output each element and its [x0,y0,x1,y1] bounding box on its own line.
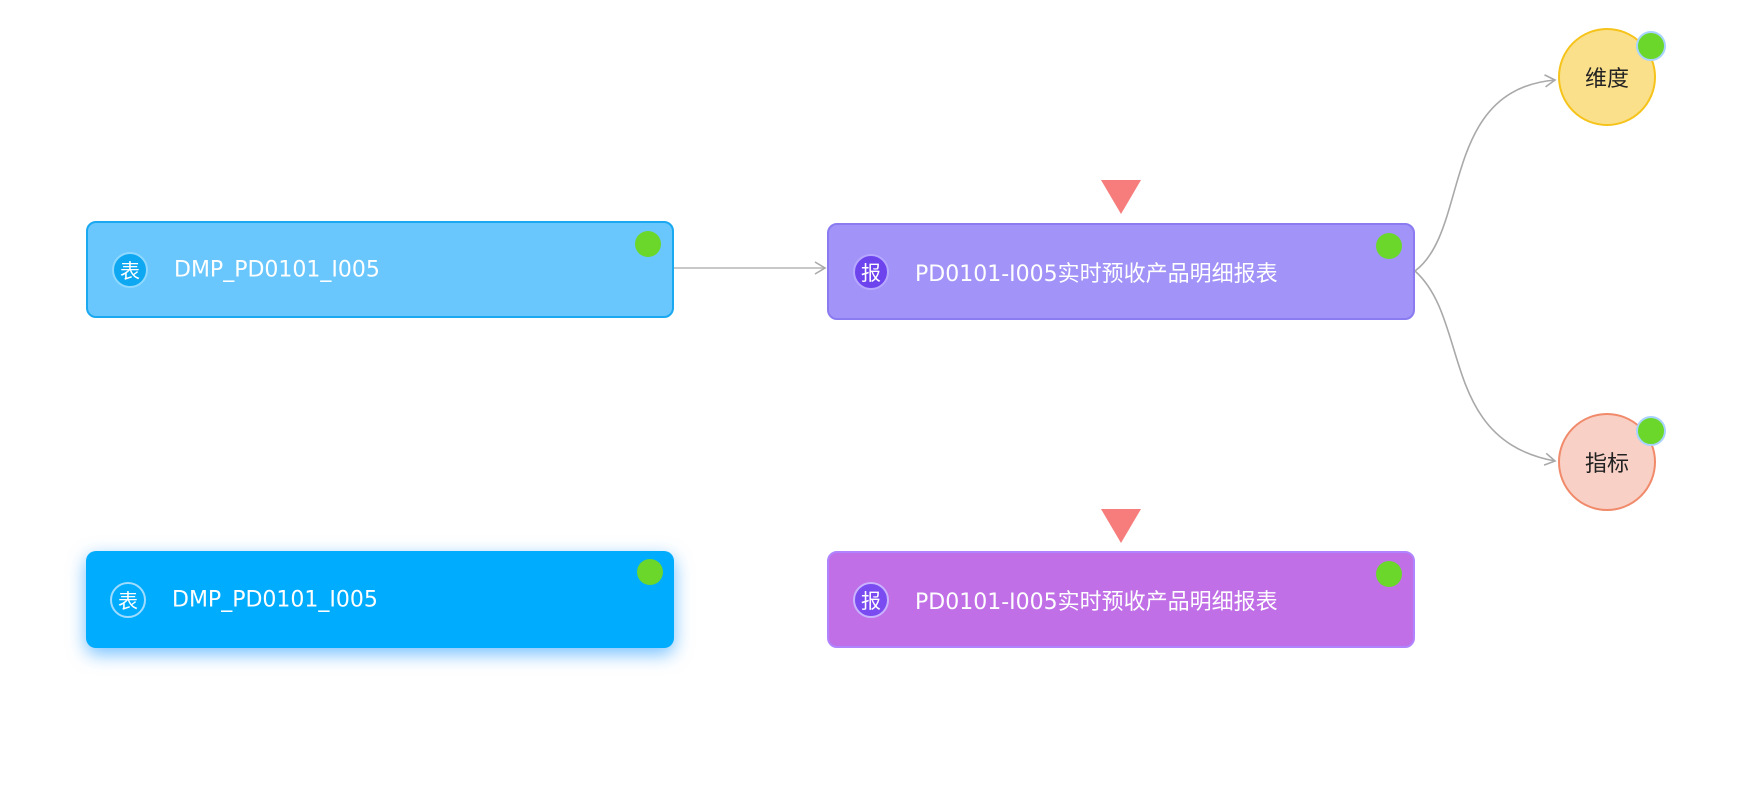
selection-marker-triangle-icon [1101,509,1141,543]
table-node-1[interactable]: 表 DMP_PD0101_I005 [86,221,674,318]
status-dot-icon [635,231,661,257]
edge-report-to-dimension [1414,74,1557,272]
report-type-icon: 报 [853,581,889,618]
table-type-icon: 表 [110,581,146,618]
dimension-node-label: 维度 [1584,67,1629,92]
status-dot-icon [1376,233,1402,259]
status-dot-icon [637,559,663,585]
status-dot-icon [1636,31,1666,61]
table-node-label: DMP_PD0101_I005 [172,587,378,612]
report-node-label: PD0101-I005实时预收产品明细报表 [915,589,1278,615]
edge-report-to-metric [1414,270,1557,466]
report-node-label: PD0101-I005实时预收产品明细报表 [915,261,1278,287]
metric-node-label: 指标 [1584,452,1629,477]
metric-node[interactable]: 指标 [1558,413,1666,511]
status-dot-icon [1376,561,1402,587]
dimension-node[interactable]: 维度 [1558,28,1666,126]
report-node-2[interactable]: 报 PD0101-I005实时预收产品明细报表 [827,551,1415,648]
table-type-icon: 表 [112,251,148,288]
table-node-2[interactable]: 表 DMP_PD0101_I005 [86,551,674,648]
selection-marker-triangle-icon [1101,180,1141,214]
report-node-1[interactable]: 报 PD0101-I005实时预收产品明细报表 [827,223,1415,320]
table-node-label: DMP_PD0101_I005 [174,257,380,282]
status-dot-icon [1636,416,1666,446]
report-type-icon: 报 [853,253,889,290]
